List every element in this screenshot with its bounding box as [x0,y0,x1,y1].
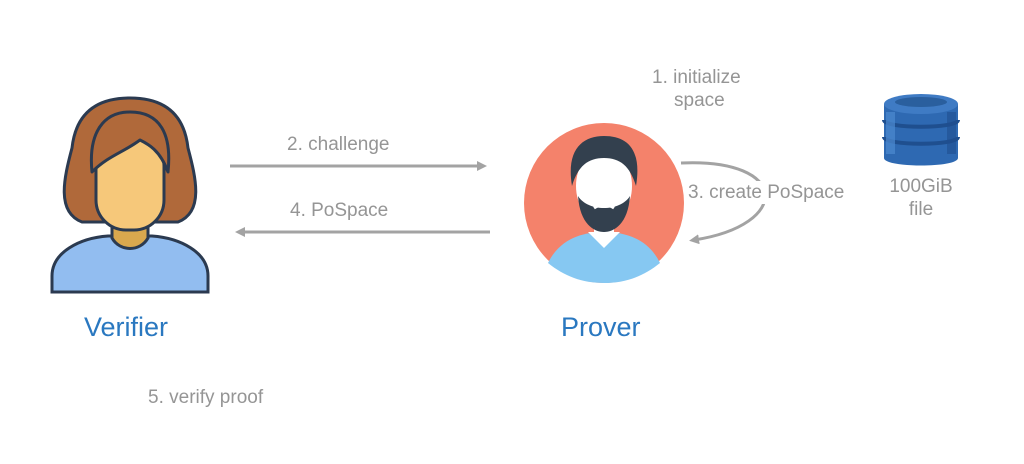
step-3-label: 3. create PoSpace [688,181,845,204]
step-4-label: 4. PoSpace [290,200,389,221]
database-icon [882,94,960,166]
verifier-label: Verifier [84,312,169,342]
storage-line-2: file [908,199,934,220]
step-1-line-2: space [674,90,725,111]
step-2-label: 2. challenge [287,134,390,155]
step-1-line-1: 1. initialize [652,67,741,88]
step-1-label: 1. initialize space [652,66,741,112]
verifier-icon [50,96,210,294]
prover-label: Prover [561,312,641,342]
prover-icon [524,123,684,283]
storage-line-1: 100GiB [889,176,953,197]
step-5-label: 5. verify proof [148,387,264,408]
storage-label: 100GiB file [884,175,958,221]
